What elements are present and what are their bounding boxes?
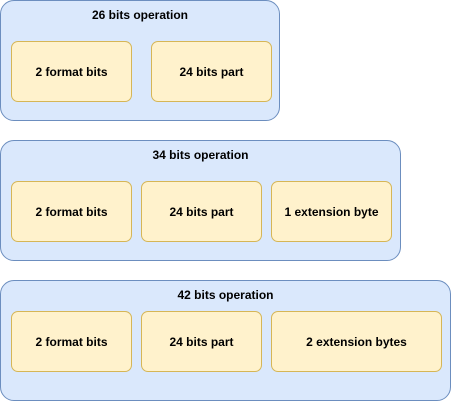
format-bits-box: 2 format bits bbox=[11, 311, 132, 372]
group-34-bits: 34 bits operation 2 format bits 24 bits … bbox=[0, 140, 401, 261]
bits-part-box: 24 bits part bbox=[141, 181, 262, 242]
group-title: 34 bits operation bbox=[152, 148, 249, 162]
group-title: 26 bits operation bbox=[91, 8, 189, 22]
format-bits-box: 2 format bits bbox=[11, 181, 132, 242]
bits-part-box: 24 bits part bbox=[151, 41, 272, 102]
format-bits-box: 2 format bits bbox=[11, 41, 132, 102]
extension-byte-box: 1 extension byte bbox=[271, 181, 392, 242]
group-42-bits: 42 bits operation 2 format bits 24 bits … bbox=[0, 280, 451, 401]
extension-bytes-box: 2 extension bytes bbox=[271, 311, 442, 372]
group-title: 42 bits operation bbox=[177, 288, 274, 302]
bits-part-box: 24 bits part bbox=[141, 311, 262, 372]
group-26-bits: 26 bits operation 2 format bits 24 bits … bbox=[0, 0, 280, 121]
